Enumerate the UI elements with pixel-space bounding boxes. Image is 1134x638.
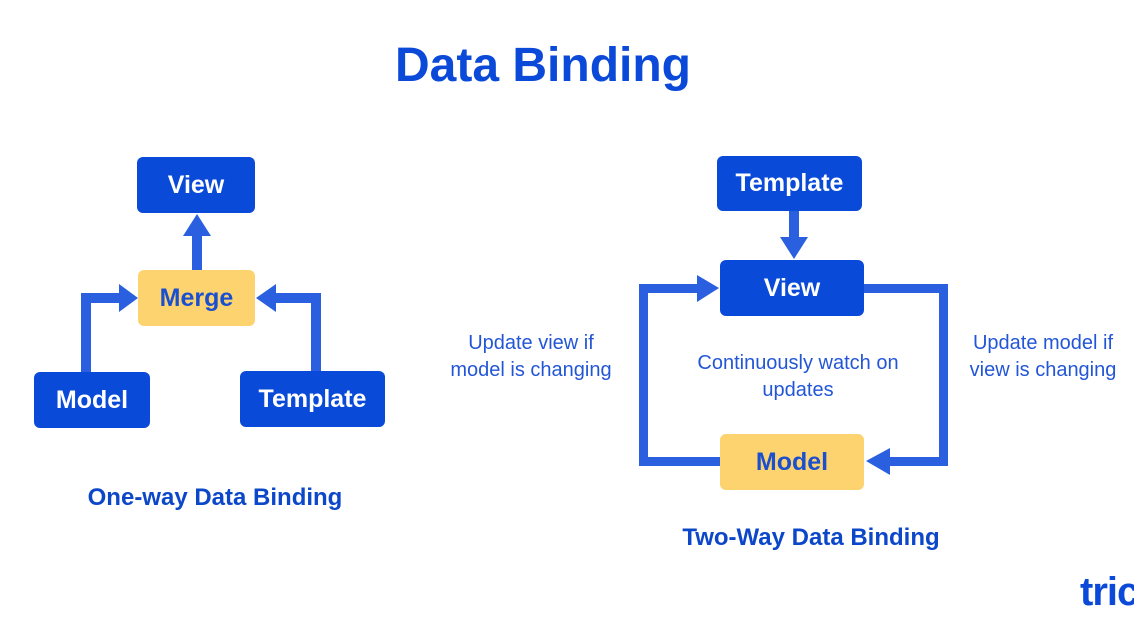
left-note: Update view if model is changing bbox=[450, 332, 612, 381]
one-way-model-box: Model bbox=[34, 372, 150, 428]
arrow-template-to-merge bbox=[256, 284, 321, 371]
two-way-view-box: View bbox=[720, 260, 864, 316]
two-way-template-box: Template bbox=[717, 156, 862, 211]
page-title: Data Binding bbox=[395, 39, 691, 92]
one-way-caption: One-way Data Binding bbox=[87, 484, 343, 511]
two-way-caption: Two-Way Data Binding bbox=[682, 524, 940, 551]
one-way-template-box: Template bbox=[240, 371, 385, 427]
arrow-view-to-model bbox=[864, 284, 948, 475]
center-note: Continuously watch on updates bbox=[697, 352, 899, 401]
arrow-model-to-view bbox=[639, 275, 721, 466]
arrow-merge-to-view bbox=[183, 214, 211, 270]
arrow-template-to-view bbox=[780, 211, 808, 259]
one-way-view-box: View bbox=[137, 157, 255, 213]
two-way-model-box: Model bbox=[720, 434, 864, 490]
brand-logo: tric bbox=[1080, 570, 1134, 614]
right-note: Update model if view is changing bbox=[969, 332, 1117, 381]
arrow-model-to-merge bbox=[81, 284, 138, 372]
one-way-merge-box: Merge bbox=[138, 270, 255, 326]
